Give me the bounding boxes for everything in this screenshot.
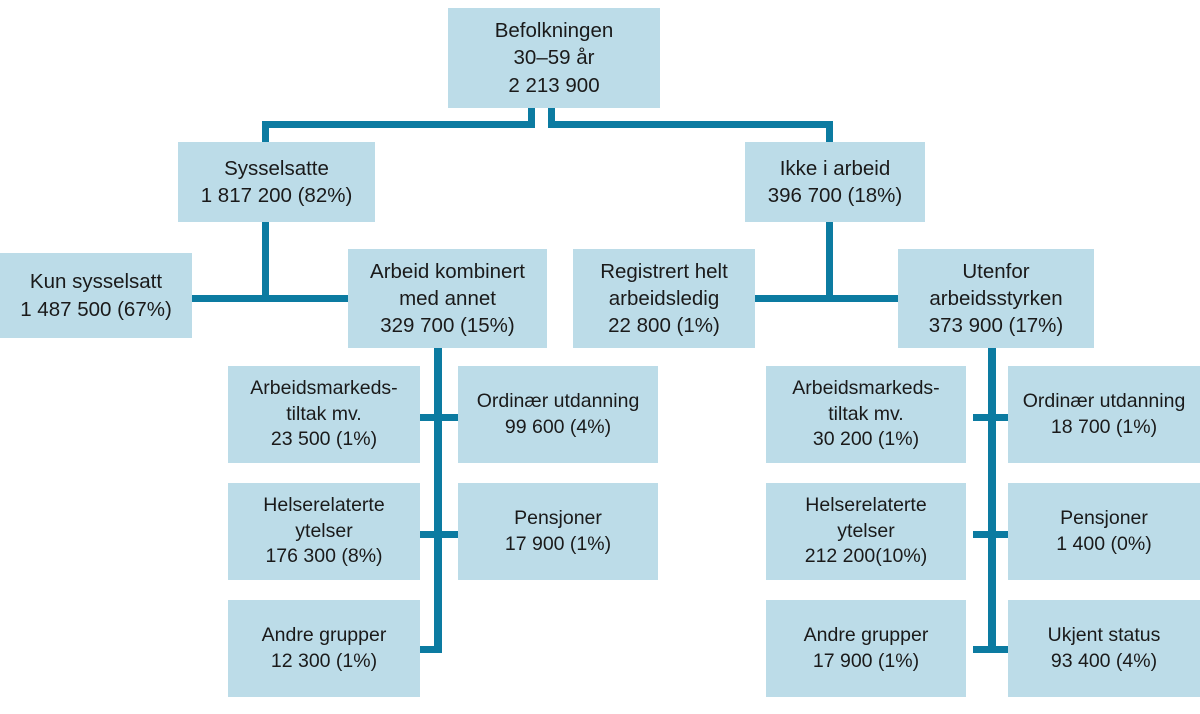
node-utenfor-line1: Utenfor [962, 259, 1030, 283]
node-right-ukjent-line1: Ukjent status [1047, 623, 1161, 646]
node-befolkningen-line1: Befolkningen [494, 19, 614, 43]
node-left-tiltak-line3: 23 500 (1%) [270, 428, 378, 451]
connector-left-subtree-trunk [434, 348, 442, 653]
node-left-pensjoner-line2: 17 900 (1%) [504, 532, 612, 555]
node-left-andre-grupper[interactable]: Andre grupper 12 300 (1%) [228, 600, 420, 697]
node-arbeid-kombinert-line2: med annet [399, 286, 496, 310]
node-right-andre-line1: Andre grupper [803, 623, 929, 646]
node-right-tiltak-line1: Arbeidsmarkeds- [792, 376, 940, 399]
connector-sysselsatte-trunk [262, 222, 269, 302]
node-arbeidsledig-line1: Registrert helt [600, 259, 728, 283]
node-left-helserelaterte-ytelser[interactable]: Helserelaterte ytelser 176 300 (8%) [228, 483, 420, 580]
connector-left-row3-stub [419, 646, 442, 653]
node-arbeid-kombinert-line3: 329 700 (15%) [380, 314, 515, 338]
node-right-tiltak-line2: tiltak mv. [828, 402, 904, 425]
node-right-helse-line1: Helserelaterte [805, 493, 927, 516]
connector-right-row2-stub [973, 531, 1019, 538]
node-right-arbeidsmarkedstiltak[interactable]: Arbeidsmarkeds- tiltak mv. 30 200 (1%) [766, 366, 966, 463]
node-ikke-i-arbeid-line2: 396 700 (18%) [767, 184, 903, 207]
node-left-pensjoner-line1: Pensjoner [514, 506, 602, 529]
node-right-helse-line3: 212 200(10%) [804, 545, 928, 568]
node-right-pensjoner-line2: 1 400 (0%) [1056, 532, 1152, 555]
node-right-ukjent-status[interactable]: Ukjent status 93 400 (4%) [1008, 600, 1200, 697]
node-right-pensjoner[interactable]: Pensjoner 1 400 (0%) [1008, 483, 1200, 580]
node-left-ordinaer-utdanning[interactable]: Ordinær utdanning 99 600 (4%) [458, 366, 658, 463]
node-left-andre-line2: 12 300 (1%) [270, 649, 378, 672]
node-ikke-i-arbeid[interactable]: Ikke i arbeid 396 700 (18%) [745, 142, 925, 222]
node-right-ukjent-line2: 93 400 (4%) [1050, 649, 1158, 672]
node-kun-sysselsatt-line2: 1 487 500 (67%) [20, 297, 172, 321]
connector-right-subtree-trunk [988, 348, 996, 653]
connector-ikke-i-arbeid-trunk [826, 222, 833, 302]
node-left-pensjoner[interactable]: Pensjoner 17 900 (1%) [458, 483, 658, 580]
node-kun-sysselsatt[interactable]: Kun sysselsatt 1 487 500 (67%) [0, 253, 192, 338]
node-right-helse-line2: ytelser [837, 519, 895, 542]
node-left-utdanning-line2: 99 600 (4%) [504, 415, 612, 438]
node-left-helse-line2: ytelser [295, 519, 353, 542]
connector-root-to-ikke-i-arbeid-horizontal [548, 121, 833, 128]
node-left-andre-line1: Andre grupper [261, 623, 387, 646]
connector-right-row3-stub [973, 646, 1019, 653]
connector-left-row2-stub [419, 531, 465, 538]
node-sysselsatte[interactable]: Sysselsatte 1 817 200 (82%) [178, 142, 375, 222]
node-right-ordinaer-utdanning[interactable]: Ordinær utdanning 18 700 (1%) [1008, 366, 1200, 463]
node-utenfor-line2: arbeidsstyrken [929, 286, 1063, 310]
node-arbeidsledig-line3: 22 800 (1%) [608, 314, 720, 338]
connector-root-to-ikke-i-arbeid-vertical [826, 121, 833, 143]
node-right-utdanning-line1: Ordinær utdanning [1022, 389, 1186, 412]
node-befolkningen-line3: 2 213 900 [508, 73, 600, 97]
connector-root-to-sysselsatte-vertical [262, 121, 269, 143]
connector-sysselsatte-crossbar [190, 295, 365, 302]
node-left-helse-line1: Helserelaterte [263, 493, 385, 516]
connector-root-right-stub [548, 108, 555, 127]
node-arbeid-kombinert-med-annet[interactable]: Arbeid kombinert med annet 329 700 (15%) [348, 249, 547, 348]
node-arbeid-kombinert-line1: Arbeid kombinert [370, 259, 525, 283]
node-left-helse-line3: 176 300 (8%) [265, 545, 383, 568]
node-right-helserelaterte-ytelser[interactable]: Helserelaterte ytelser 212 200(10%) [766, 483, 966, 580]
node-right-andre-line2: 17 900 (1%) [812, 649, 920, 672]
node-befolkningen-line2: 30–59 år [513, 46, 595, 70]
connector-left-row1-stub [419, 414, 465, 421]
node-utenfor-line3: 373 900 (17%) [928, 314, 1064, 338]
connector-root-left-stub [528, 108, 535, 127]
node-arbeidsledig-line2: arbeidsledig [608, 286, 720, 310]
node-right-pensjoner-line1: Pensjoner [1060, 506, 1148, 529]
node-left-utdanning-line1: Ordinær utdanning [476, 389, 640, 412]
node-sysselsatte-line1: Sysselsatte [224, 156, 329, 180]
connector-arbeidsledig-to-utenfor [755, 295, 915, 302]
connector-right-row1-stub [973, 414, 1019, 421]
node-registrert-helt-arbeidsledig[interactable]: Registrert helt arbeidsledig 22 800 (1%) [573, 249, 755, 348]
node-right-andre-grupper[interactable]: Andre grupper 17 900 (1%) [766, 600, 966, 697]
connector-root-to-sysselsatte-horizontal [262, 121, 535, 128]
node-right-tiltak-line3: 30 200 (1%) [812, 428, 920, 451]
node-right-utdanning-line2: 18 700 (1%) [1050, 415, 1158, 438]
node-left-tiltak-line2: tiltak mv. [286, 402, 362, 425]
node-befolkningen[interactable]: Befolkningen 30–59 år 2 213 900 [448, 8, 660, 108]
node-utenfor-arbeidsstyrken[interactable]: Utenfor arbeidsstyrken 373 900 (17%) [898, 249, 1094, 348]
node-left-tiltak-line1: Arbeidsmarkeds- [250, 376, 398, 399]
node-kun-sysselsatt-line1: Kun sysselsatt [29, 270, 163, 294]
node-left-arbeidsmarkedstiltak[interactable]: Arbeidsmarkeds- tiltak mv. 23 500 (1%) [228, 366, 420, 463]
node-ikke-i-arbeid-line1: Ikke i arbeid [779, 156, 891, 180]
node-sysselsatte-line2: 1 817 200 (82%) [200, 184, 353, 207]
